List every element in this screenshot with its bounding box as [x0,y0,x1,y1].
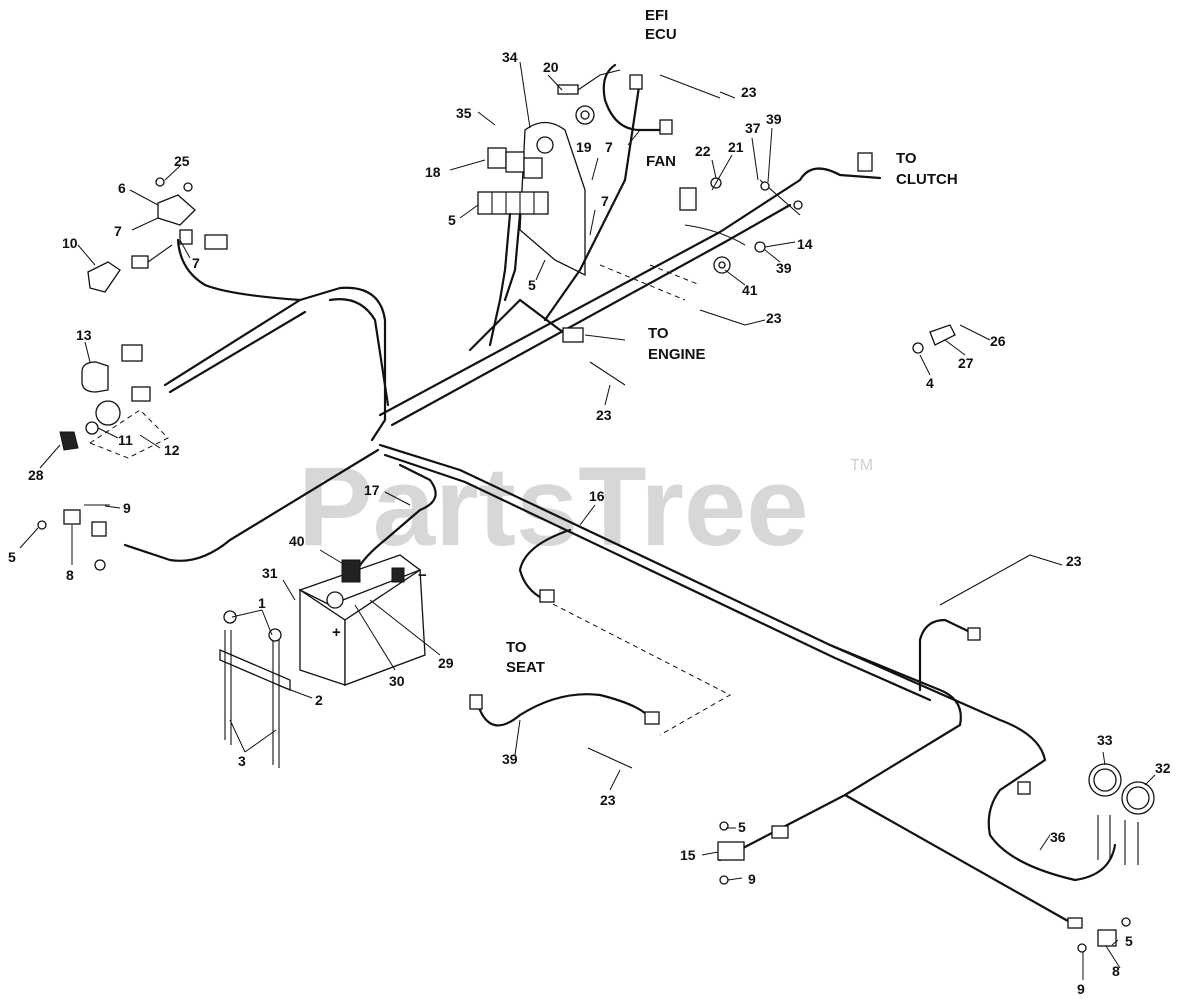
switch-8-right [1097,929,1117,947]
callout-leaders [19,61,1156,980]
switch-15 [717,841,745,861]
callout-7d: 7 [192,255,200,271]
ground-wire-23d [939,554,1031,606]
callout-5e: 5 [1125,933,1133,949]
callout-8b: 8 [1112,963,1120,979]
callout-39b: 39 [776,260,792,276]
ground-wire-23a [659,74,721,99]
callout-31: 31 [262,565,278,581]
engine-connector [562,327,584,343]
callout-7a: 7 [114,223,122,239]
callout-39a: 39 [766,111,782,127]
callout-14: 14 [797,236,813,252]
ecu-wiring [543,63,673,322]
callout-6: 6 [118,180,126,196]
callout-32: 32 [1155,760,1171,776]
callout-5c: 5 [528,277,536,293]
callout-19: 19 [576,139,592,155]
label-to-engine-line2: ENGINE [648,346,706,363]
battery-negative-mark: − [418,567,427,584]
label-to-seat-line1: TO [506,639,527,656]
callout-15: 15 [680,847,696,863]
sensor-27 [912,324,956,354]
callout-30: 30 [389,673,405,689]
main-harness [123,167,1117,927]
callout-5b: 5 [448,212,456,228]
callout-41: 41 [742,282,758,298]
callout-21: 21 [728,139,744,155]
battery-positive-mark: + [332,624,341,641]
callout-7b: 7 [605,139,613,155]
dashed-leaders [88,264,732,736]
callout-11: 11 [118,432,133,448]
callout-16: 16 [589,488,605,504]
regulator-6 [157,194,196,226]
callout-4: 4 [926,375,934,391]
callout-35: 35 [456,105,472,121]
callout-28: 28 [28,467,44,483]
callout-39c: 39 [502,751,518,767]
callout-5a: 5 [8,549,16,565]
relay-bracket [477,121,586,347]
callout-3: 3 [238,753,246,769]
callout-18: 18 [425,164,441,180]
callout-23b: 23 [766,310,782,326]
callout-1: 1 [258,595,266,611]
callout-10: 10 [62,235,78,251]
part-28 [59,431,79,451]
clutch-connector [857,152,873,172]
callout-23a: 23 [741,84,757,100]
watermark-trademark: TM [850,457,873,474]
label-to-clutch-line2: CLUTCH [896,171,958,188]
callout-9c: 9 [1077,981,1085,997]
callout-22: 22 [695,143,711,159]
callout-20: 20 [543,59,559,75]
label-to-engine-line1: TO [648,325,669,342]
callout-36: 36 [1050,829,1066,845]
callout-29: 29 [438,655,454,671]
battery-40 [298,554,426,686]
callout-7c: 7 [601,193,609,209]
callout-23d: 23 [1066,553,1082,569]
switch-10 [87,261,121,293]
callout-27: 27 [958,355,974,371]
callout-23e: 23 [600,792,616,808]
switch-13 [81,361,109,393]
callout-37: 37 [745,120,761,136]
callout-8a: 8 [66,567,74,583]
label-ecu: ECU [645,26,677,43]
callout-33: 33 [1097,732,1113,748]
label-fan: FAN [646,153,676,170]
callout-26: 26 [990,333,1006,349]
component-21 [679,187,697,211]
callout-2: 2 [315,692,323,708]
watermark-logo: PartsTree [298,444,809,569]
callout-12: 12 [164,442,180,458]
label-efi: EFI [645,7,668,24]
ground-wire-23b [699,309,746,326]
callout-13: 13 [76,327,92,343]
callout-40: 40 [289,533,305,549]
callout-34: 34 [502,49,518,65]
label-to-seat-line2: SEAT [506,659,545,676]
callout-17: 17 [364,482,380,498]
callout-numbers: 34 20 35 19 18 7 7 5 5 23 22 21 37 39 14… [8,49,1171,997]
ground-wire-23e [587,747,633,769]
callout-5d: 5 [738,819,746,835]
label-to-clutch-line1: TO [896,150,917,167]
ground-wire-23c [589,361,626,386]
callout-23c: 23 [596,407,612,423]
callout-9a: 9 [123,500,131,516]
key-switch-12 [95,400,121,426]
callout-25: 25 [174,153,190,169]
callout-9b: 9 [748,871,756,887]
